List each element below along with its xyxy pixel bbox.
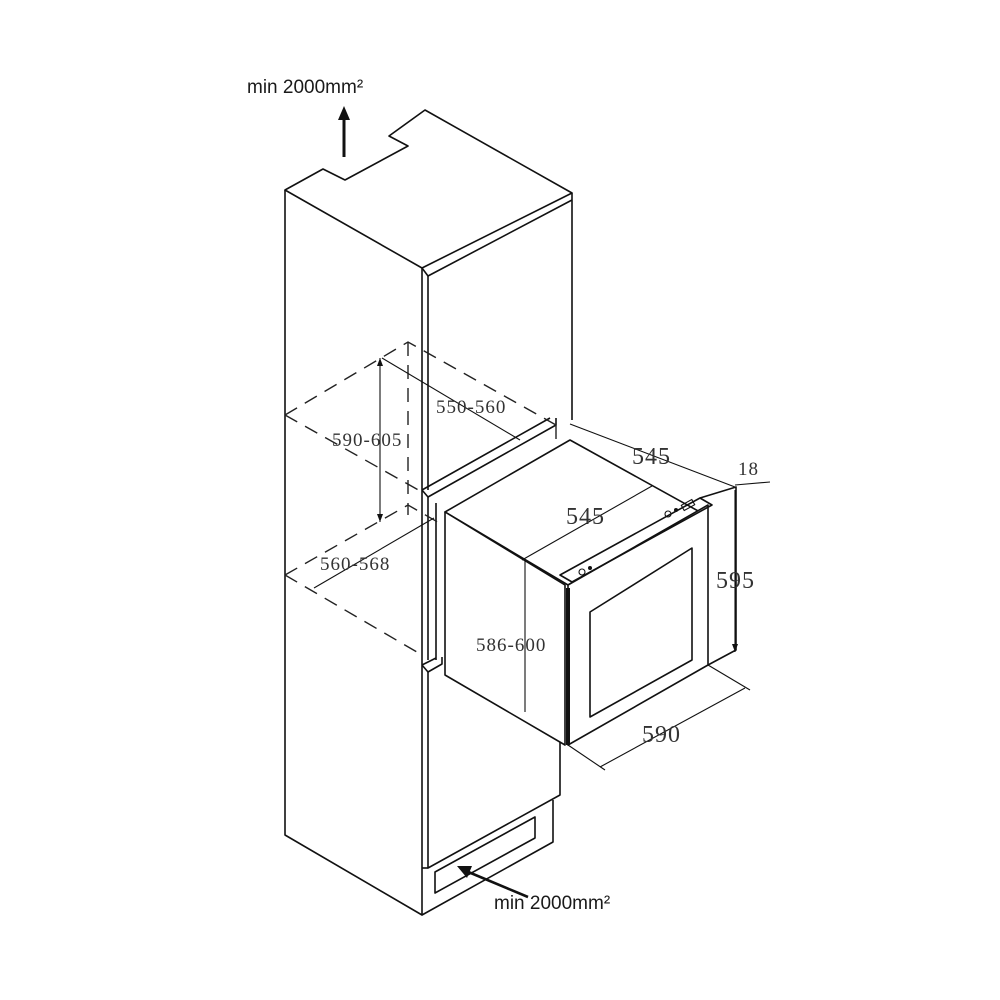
- cabinet-lower-door: [427, 672, 561, 869]
- niche-width-label: 560-568: [320, 554, 390, 575]
- door-height-label: 595: [716, 568, 755, 594]
- cabinet-upper-shelf: [421, 417, 557, 498]
- appliance-depth-total-label: 545: [632, 444, 671, 470]
- control-button-icon: [578, 568, 586, 576]
- body-height-label: 586-600: [476, 635, 546, 656]
- niche-depth-label: 550-560: [436, 397, 506, 418]
- bottom-vent-label: min 2000mm²: [494, 893, 610, 914]
- cabinet-top-face: [284, 109, 573, 269]
- width-label: 590: [642, 722, 681, 748]
- inlet-arrow-icon: [465, 869, 529, 899]
- display-icon: [680, 498, 696, 512]
- niche-dimension-lines: [313, 357, 521, 589]
- appliance: [444, 439, 737, 746]
- ventilation-arrows: [338, 106, 529, 899]
- niche-height-label: 590-605: [332, 430, 402, 451]
- cabinet-upper-front: [427, 200, 573, 490]
- door-glass: [589, 547, 693, 718]
- bottom-vent-slot: [434, 816, 536, 894]
- control-strip: [559, 497, 713, 583]
- door-thickness-label: 18: [738, 459, 759, 480]
- top-vent-label: min 2000mm²: [247, 77, 363, 98]
- cabinet-middle-rail: [427, 497, 437, 660]
- control-button-icon: [664, 510, 672, 518]
- appliance-dimension-lines: [521, 423, 771, 771]
- cabinet-middle-shelf: [421, 657, 443, 673]
- cabinet-left-side: [284, 190, 423, 916]
- cabinet-plinth: [421, 800, 554, 916]
- niche-top-back: [284, 341, 557, 426]
- appliance-depth-body-label: 545: [566, 504, 605, 530]
- tall-cabinet: [284, 109, 573, 916]
- door-frame: [699, 486, 737, 666]
